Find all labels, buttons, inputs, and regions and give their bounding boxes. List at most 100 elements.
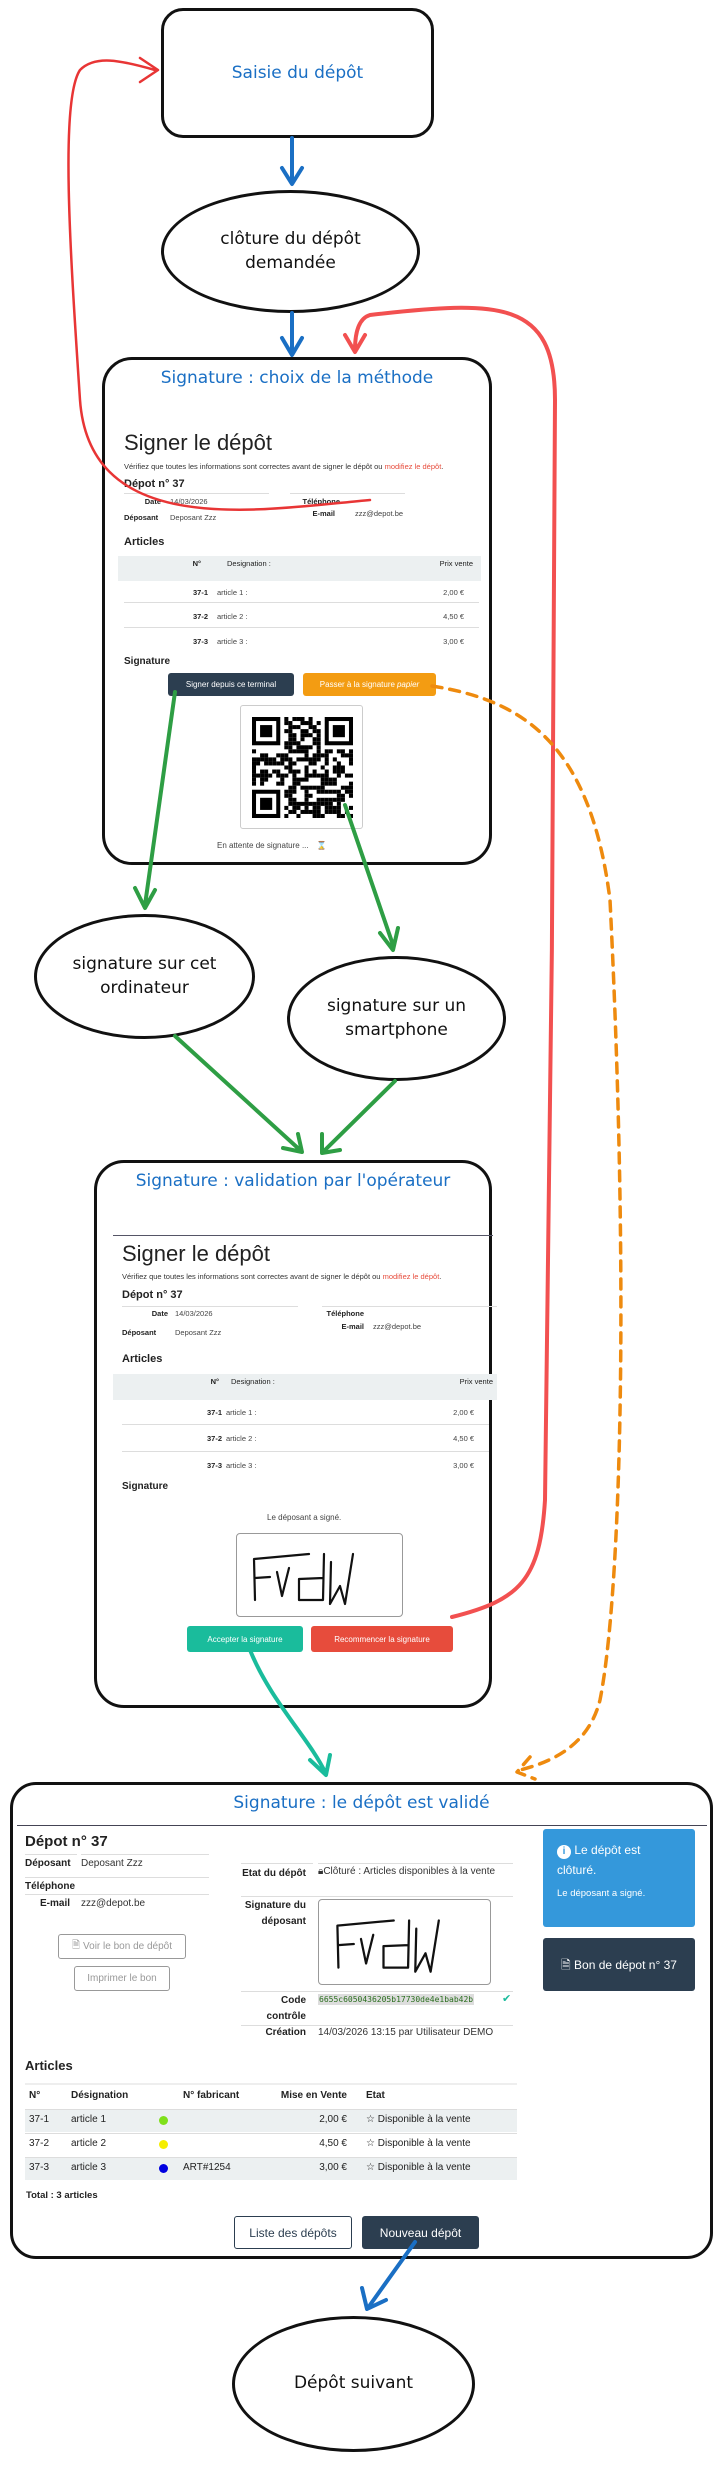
date-value: 14/03/2026 xyxy=(170,497,208,506)
signature-drawing xyxy=(252,1552,355,1606)
new-deposit-button[interactable]: Nouveau dépôt xyxy=(362,2216,479,2249)
check-icon: ✔ xyxy=(502,1993,512,2005)
article-price: 3,00 € xyxy=(443,637,464,646)
sign-terminal-button[interactable]: Signer depuis ce terminal xyxy=(168,673,294,696)
article-number: 37-1 xyxy=(192,588,208,597)
table-row[interactable] xyxy=(25,2109,517,2132)
article-number: 37-3 xyxy=(206,1461,222,1470)
deposit-title: Dépot n° 37 xyxy=(122,1289,183,1301)
edit-deposit-link[interactable]: modifiez le dépôt xyxy=(382,1272,440,1281)
info-subtitle: Le déposant a signé. xyxy=(557,1888,646,1899)
info-icon: i xyxy=(557,1845,571,1859)
step-sign-smartphone: signature sur un smartphone xyxy=(287,956,506,1081)
article-designation: article 3 : xyxy=(226,1461,257,1470)
article-number: 37-2 xyxy=(29,2138,50,2149)
email-label: E-mail xyxy=(312,509,335,518)
phone-label: Téléphone xyxy=(25,1881,76,1892)
article-price: 3,00 € xyxy=(319,2162,347,2173)
file-pdf-icon: 🗎 xyxy=(561,1957,571,1972)
article-state: ☆ Disponible à la vente xyxy=(366,2162,471,2173)
star-icon: ☆ xyxy=(366,2114,378,2125)
description-text: Vérifiez que toutes les informations son… xyxy=(124,462,385,471)
article-price: 4,50 € xyxy=(453,1434,474,1443)
article-number: 37-3 xyxy=(29,2162,50,2173)
col-price: Prix vente xyxy=(439,559,473,568)
email-label: E-mail xyxy=(341,1322,364,1331)
panel-deposit-validated: Signature : le dépôt est validé Dépot n°… xyxy=(10,1782,713,2259)
depositor-value: Deposant Zzz xyxy=(170,513,217,522)
paper-signature-button[interactable]: Passer à la signature papier xyxy=(303,673,436,696)
article-designation: article 3 : xyxy=(217,637,248,646)
depositor-value: Deposant Zzz xyxy=(81,1858,143,1869)
depositor-value: Deposant Zzz xyxy=(175,1328,222,1337)
deposit-list-button[interactable]: Liste des dépôts xyxy=(234,2216,352,2249)
description: Vérifiez que toutes les informations son… xyxy=(124,462,443,471)
table-header: N° Designation : Prix vente xyxy=(118,556,481,581)
description: Vérifiez que toutes les informations son… xyxy=(122,1272,441,1281)
col-no: N° xyxy=(192,559,201,568)
description-end: . xyxy=(441,462,444,471)
restart-signature-button[interactable]: Recommencer la signature xyxy=(311,1626,453,1652)
state-value: 🔒︎Clôturé : Articles disponibles à la ve… xyxy=(318,1866,495,1877)
description-end: . xyxy=(439,1272,442,1281)
article-designation: article 2 : xyxy=(226,1434,257,1443)
articles-title: Articles xyxy=(122,1353,163,1365)
page-title: Signer le dépôt xyxy=(122,1241,270,1266)
arrow-close-to-method xyxy=(280,311,304,357)
depositor-label: Déposant xyxy=(124,513,159,522)
date-label: Date xyxy=(151,1309,168,1318)
article-number: 37-1 xyxy=(206,1408,222,1417)
state-label: Etat du dépôt xyxy=(242,1868,306,1879)
lock-icon: 🔒︎ xyxy=(318,1866,324,1877)
col-price: Prix vente xyxy=(459,1377,493,1386)
table-row[interactable] xyxy=(25,2133,517,2156)
qr-code-icon xyxy=(252,717,353,818)
article-designation: article 2 : xyxy=(217,612,248,621)
signature-label: Signature du déposant xyxy=(244,1900,306,1927)
receipt-label: Bon de dépot n° 37 xyxy=(574,1957,677,1972)
article-number: 37-2 xyxy=(206,1434,222,1443)
receipt-button[interactable]: 🗎 Bon de dépot n° 37 xyxy=(543,1938,695,1991)
article-price: 4,50 € xyxy=(443,612,464,621)
article-number: 37-1 xyxy=(29,2114,50,2125)
article-price: 2,00 € xyxy=(453,1408,474,1417)
col-designation: Designation : xyxy=(231,1377,275,1386)
step-label: Dépôt suivant xyxy=(293,2373,414,2394)
step-sign-computer: signature sur cet ordinateur xyxy=(34,914,255,1039)
step-label: signature sur cet ordinateur xyxy=(72,953,217,998)
color-dot-icon xyxy=(159,2140,168,2149)
print-receipt-button[interactable]: Imprimer le bon xyxy=(74,1966,170,1991)
article-state: ☆ Disponible à la vente xyxy=(366,2114,471,2125)
column-header: Etat xyxy=(366,2090,385,2101)
table-row[interactable] xyxy=(25,2157,517,2180)
signed-message: Le déposant a signé. xyxy=(267,1513,342,1522)
description-text: Vérifiez que toutes les informations son… xyxy=(122,1272,383,1281)
manufacturer-number: ART#1254 xyxy=(183,2162,231,2173)
email-value: zzz@depot.be xyxy=(373,1322,422,1331)
waiting-text: En attente de signature ... xyxy=(217,841,309,850)
article-designation: article 3 xyxy=(71,2162,107,2173)
article-price: 2,00 € xyxy=(319,2114,347,2125)
panel-signature-method: Signature : choix de la méthode Signer l… xyxy=(102,357,492,865)
date-label: Date xyxy=(144,497,161,506)
view-receipt-button[interactable]: 🗎Voir le bon de dépôt xyxy=(58,1934,186,1959)
waiting-status: En attente de signature ... ⌛ xyxy=(217,841,327,850)
star-icon: ☆ xyxy=(366,2162,378,2173)
arrow-computer-to-validation xyxy=(173,1034,304,1154)
column-header: Mise en Vente xyxy=(280,2090,347,2101)
edit-deposit-link[interactable]: modifiez le dépôt xyxy=(384,462,442,471)
col-designation: Designation : xyxy=(227,559,271,568)
articles-title: Articles xyxy=(124,536,165,548)
deposit-title: Dépot n° 37 xyxy=(124,478,185,490)
arrow-phone-to-validation xyxy=(320,1079,397,1155)
signature-drawing xyxy=(336,1919,440,1973)
accept-signature-button[interactable]: Accepter la signature xyxy=(187,1626,303,1652)
article-designation: article 1 : xyxy=(217,588,248,597)
article-price: 3,00 € xyxy=(453,1461,474,1470)
column-header: Désignation xyxy=(71,2090,129,2101)
article-designation: article 2 xyxy=(71,2138,107,2149)
email-label: E-mail xyxy=(39,1898,70,1909)
step-next-deposit: Dépôt suivant xyxy=(232,2316,475,2452)
article-state-text: Disponible à la vente xyxy=(377,2162,471,2173)
control-code: 6655c6050436205b17730de4e1bab42b xyxy=(318,1994,475,2005)
